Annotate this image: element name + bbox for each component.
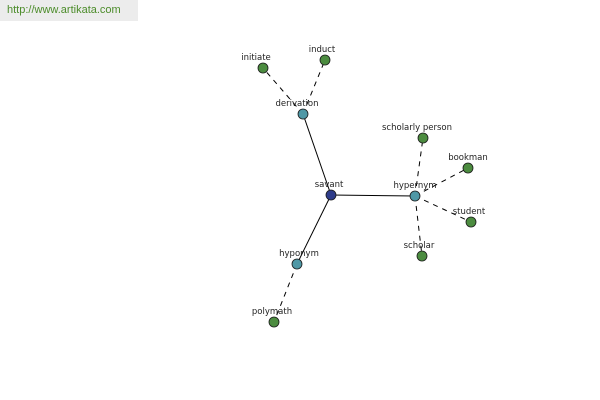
node-label-hyponym[interactable]: hyponym: [279, 249, 319, 259]
node-label-scholar[interactable]: scholar: [404, 241, 435, 251]
node-scholar[interactable]: [416, 250, 428, 262]
node-induct[interactable]: [319, 54, 331, 66]
node-derivation[interactable]: [297, 108, 309, 120]
node-label-savant[interactable]: savant: [315, 180, 344, 190]
graph-labels: savant derivation hypernym hyponym initiate i…: [241, 45, 488, 317]
edge-hypernym-scholar: [414, 195, 423, 257]
edge-savant-hyponym: [296, 194, 332, 265]
edge-hypernym-student: [414, 195, 472, 223]
edge-derivation-initiate: [262, 67, 304, 115]
node-hypernym[interactable]: [409, 190, 421, 202]
node-label-induct[interactable]: induct: [309, 45, 336, 55]
node-label-hypernym[interactable]: hypernym: [393, 181, 436, 191]
node-label-student[interactable]: student: [453, 207, 486, 217]
graph-edges: [262, 59, 472, 323]
edge-savant-hypernym: [330, 194, 416, 197]
edge-savant-derivation: [302, 113, 332, 196]
node-initiate[interactable]: [257, 62, 269, 74]
node-label-initiate[interactable]: initiate: [241, 53, 271, 63]
node-bookman[interactable]: [462, 162, 474, 174]
node-student[interactable]: [465, 216, 477, 228]
node-savant[interactable]: [325, 189, 337, 201]
node-label-scholarly-person[interactable]: scholarly person: [382, 123, 452, 133]
graph-nodes: [257, 54, 477, 328]
node-label-derivation[interactable]: derivation: [275, 99, 318, 109]
source-link[interactable]: http://www.artikata.com: [7, 4, 121, 16]
node-label-bookman[interactable]: bookman: [448, 153, 488, 163]
node-scholarly-person[interactable]: [417, 132, 429, 144]
edge-hyponym-polymath: [273, 263, 298, 323]
source-bar: http://www.artikata.com: [0, 0, 138, 21]
node-hyponym[interactable]: [291, 258, 303, 270]
node-polymath[interactable]: [268, 316, 280, 328]
node-label-polymath[interactable]: polymath: [252, 307, 292, 317]
